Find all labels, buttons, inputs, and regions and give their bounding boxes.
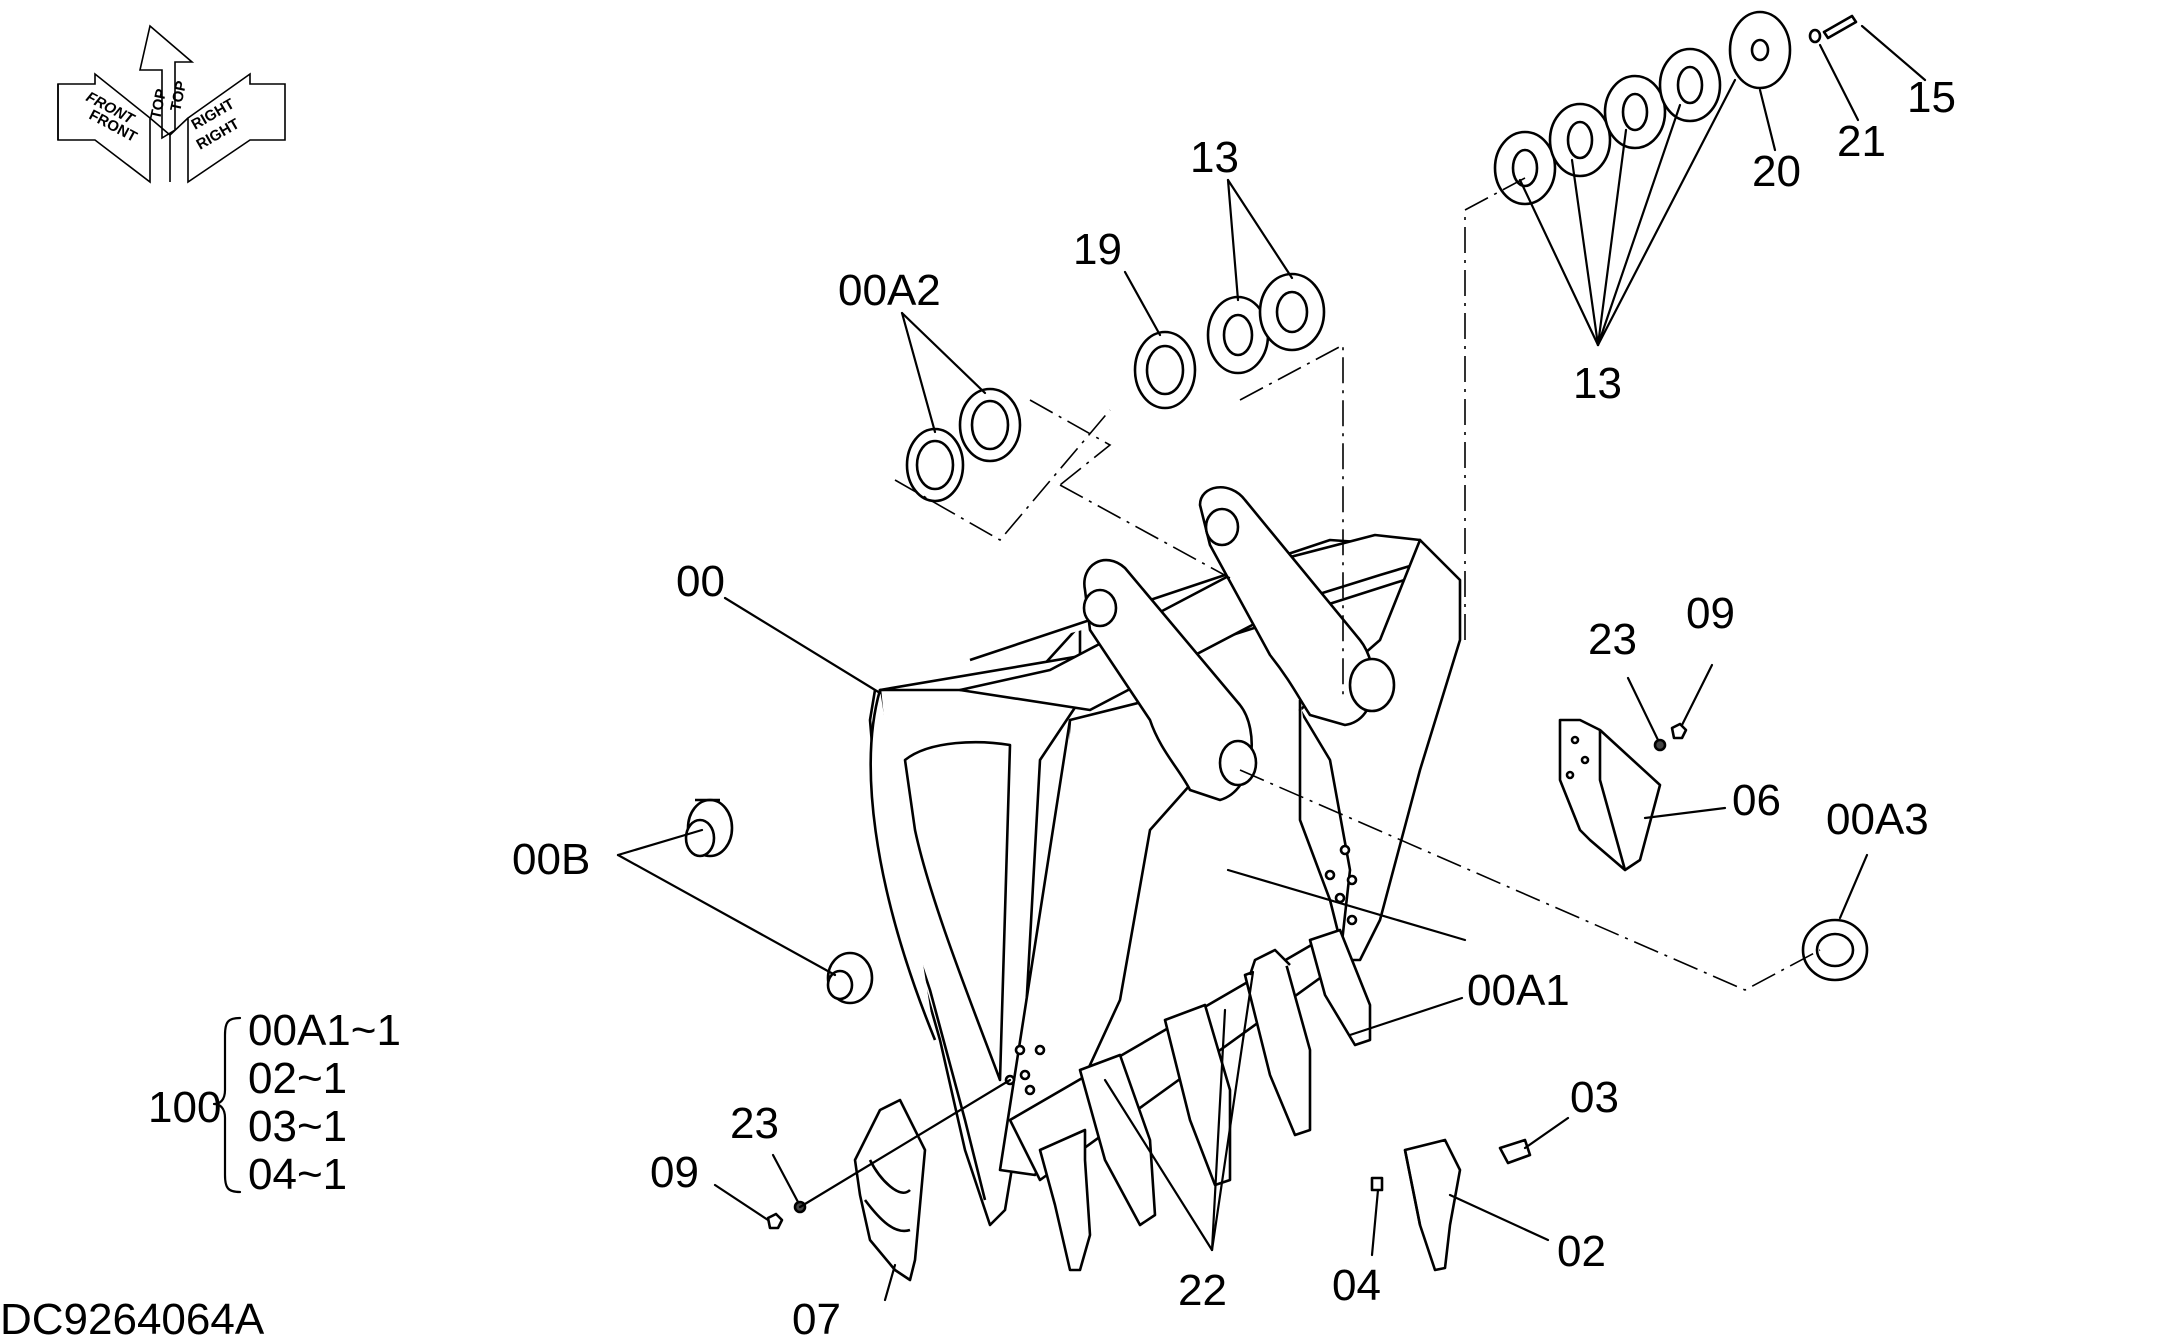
callout-00: 00 <box>676 557 725 606</box>
bucket-body <box>868 485 1462 1227</box>
washer-21 <box>1808 28 1822 44</box>
callout-06: 06 <box>1732 776 1781 825</box>
pin-04 <box>1370 1176 1384 1192</box>
seals-00A2 <box>905 387 1022 503</box>
callout-00A3: 00A3 <box>1826 795 1929 844</box>
ring-19 <box>1133 330 1197 410</box>
svg-text:TOP: TOP <box>167 79 190 112</box>
assembly-centerlines <box>894 177 1821 991</box>
side-cutter-06 <box>1558 718 1662 872</box>
kit-item-0: 00A1~1 <box>248 1006 401 1055</box>
leader-lines <box>616 24 1927 1302</box>
kit-item-2: 03~1 <box>248 1102 347 1151</box>
kit-number: 100 <box>148 1083 221 1132</box>
callout-19: 19 <box>1073 225 1122 274</box>
nut-09-left <box>766 1212 784 1230</box>
callout-00B: 00B <box>512 835 590 884</box>
callout-00A2: 00A2 <box>838 266 941 315</box>
drawing-id: DC9264064A <box>0 1295 265 1343</box>
callout-00A1: 00A1 <box>1467 966 1570 1015</box>
callout-22: 22 <box>1178 1266 1227 1315</box>
washer-23-right <box>1653 738 1667 752</box>
callout-labels: 00 00B 00A2 19 13 13 20 21 15 23 09 06 0… <box>512 73 1956 1343</box>
callout-21: 21 <box>1837 117 1886 166</box>
shims-13-left <box>1206 272 1326 375</box>
shims-13-right <box>1493 47 1722 206</box>
callout-03: 03 <box>1570 1073 1619 1122</box>
callout-23-right: 23 <box>1588 615 1637 664</box>
callout-02: 02 <box>1557 1227 1606 1276</box>
callout-15: 15 <box>1907 73 1956 122</box>
kit-item-3: 04~1 <box>248 1150 347 1199</box>
bushings-00B <box>684 798 874 1005</box>
callout-09-left: 09 <box>650 1148 699 1197</box>
callout-13-left: 13 <box>1190 133 1239 182</box>
callout-20: 20 <box>1752 147 1801 196</box>
lock-03 <box>1498 1138 1532 1165</box>
orientation-indicator: FRONT FRONT TOP TOP RIGHT RIGHT <box>57 24 286 184</box>
callout-13-right: 13 <box>1573 359 1622 408</box>
callout-07: 07 <box>792 1295 841 1343</box>
tooth-02 <box>1403 1138 1462 1272</box>
callout-04: 04 <box>1332 1261 1381 1310</box>
kit-item-1: 02~1 <box>248 1054 347 1103</box>
callout-23-left: 23 <box>730 1099 779 1148</box>
bucket-teeth <box>1038 928 1372 1272</box>
side-cutter-07 <box>853 1098 927 1282</box>
bolt-15 <box>1822 14 1858 40</box>
kit-100-group: 100 00A1~1 02~1 03~1 04~1 <box>148 1006 401 1199</box>
hardware-nuts-washers <box>766 722 1688 1230</box>
nut-09-right <box>1670 722 1688 740</box>
seal-00A3 <box>1801 918 1869 982</box>
plate-20 <box>1728 10 1792 90</box>
top-label: TOP <box>147 87 170 120</box>
callout-09-right: 09 <box>1686 589 1735 638</box>
